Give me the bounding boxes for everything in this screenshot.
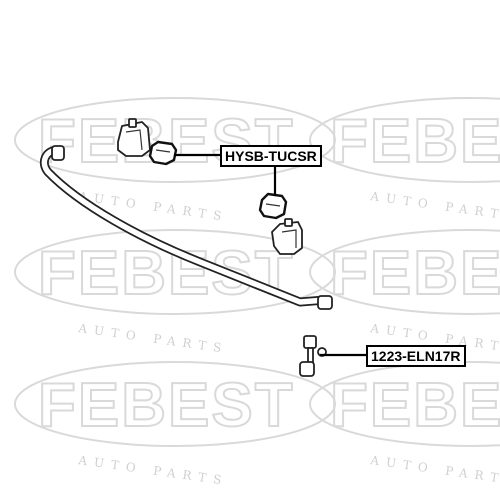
watermark-brand: FEBEST [330, 371, 500, 440]
watermark-ring [14, 229, 336, 315]
leader-lines [174, 153, 368, 357]
watermark-tagline: AUTO PARTS [369, 453, 500, 488]
watermark-ring [14, 361, 336, 447]
watermark-brand: FEBEST [38, 371, 295, 440]
watermark-tagline: AUTO PARTS [77, 321, 230, 356]
watermark-ring [309, 229, 500, 315]
stabilizer-bar-end [51, 145, 65, 161]
watermark-brand: FEBEST [330, 107, 500, 176]
watermark-tagline: AUTO PARTS [77, 189, 230, 224]
watermark-brand: FEBEST [330, 239, 500, 308]
stabilizer-bushing [258, 192, 288, 220]
stabilizer-bar-end [317, 295, 333, 310]
watermark: FEBEST AUTO PARTS [309, 97, 500, 224]
part-number-text: 1223-ELN17R [371, 348, 461, 364]
watermark-tagline: AUTO PARTS [369, 189, 500, 224]
watermark: FEBEST AUTO PARTS [309, 361, 500, 488]
stabilizer-bushing [148, 140, 178, 166]
part-number-text: HYSB-TUCSR [225, 148, 317, 164]
watermark-ring [309, 361, 500, 447]
watermark-ring [309, 97, 500, 183]
part-number-label-link[interactable]: 1223-ELN17R [366, 345, 466, 367]
watermark-ring [14, 97, 336, 183]
watermark: FEBEST AUTO PARTS [14, 361, 336, 488]
part-number-label-bushing[interactable]: HYSB-TUCSR [220, 145, 322, 167]
watermark-tagline: AUTO PARTS [77, 453, 230, 488]
stabilizer-bar [39, 145, 333, 310]
bushing-bracket [271, 218, 303, 255]
watermark: FEBEST AUTO PARTS [309, 229, 500, 356]
